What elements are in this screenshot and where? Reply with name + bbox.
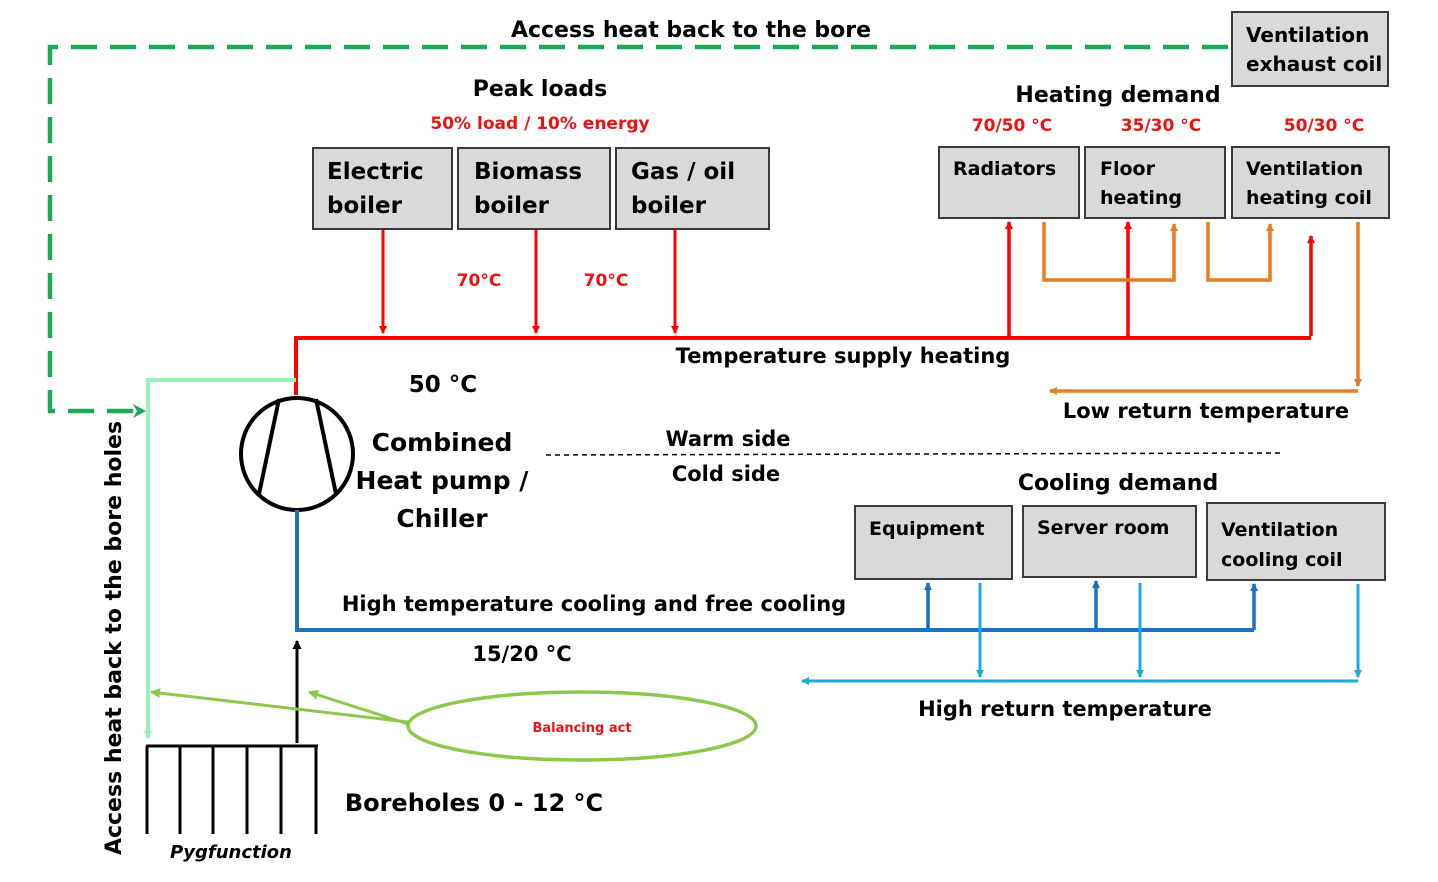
access-bore-holes-vertical-label: Access heat back to the bore holes <box>102 421 127 855</box>
bore-return-light-line <box>144 378 296 739</box>
bore-return-dashed-line <box>47 44 1228 418</box>
biomass-boiler-line2: boiler <box>474 193 550 219</box>
warm-cold-divider <box>545 452 1283 456</box>
heating-demand-title: Heating demand <box>1015 83 1220 108</box>
biomass-boiler-box: Biomass boiler <box>457 147 611 230</box>
ventilation-cooling-line2: cooling coil <box>1221 549 1342 571</box>
heatpump-label-line1: Combined <box>372 428 513 457</box>
peak-loads-title: Peak loads <box>473 77 608 102</box>
boreholes-symbol <box>145 744 318 834</box>
temperature-supply-heating-label: Temperature supply heating <box>676 344 1011 368</box>
electric-boiler-line1: Electric <box>327 159 424 185</box>
radiators-label: Radiators <box>953 158 1056 180</box>
ventilation-heating-coil-box: Ventilation heating coil <box>1231 146 1390 219</box>
server-room-label: Server room <box>1037 517 1169 539</box>
heat-pump-symbol <box>239 396 355 512</box>
floor-heating-line1: Floor <box>1100 158 1156 180</box>
equipment-label: Equipment <box>869 518 985 540</box>
ventilation-heating-line1: Ventilation <box>1246 158 1363 180</box>
heating-supply-line <box>294 336 1311 395</box>
balancing-arrow-center <box>308 690 409 726</box>
heatpump-label-line3: Chiller <box>396 504 488 533</box>
floor-heating-line2: heating <box>1100 187 1182 209</box>
ventilation-heating-temp-label: 50/30 °C <box>1284 116 1364 136</box>
radiators-to-floor-cascade <box>1042 222 1178 282</box>
warm-side-label: Warm side <box>665 427 790 451</box>
floor-temp-label: 35/30 °C <box>1121 116 1201 136</box>
biomass-boiler-line1: Biomass <box>474 159 582 185</box>
access-bore-label: Access heat back to the bore <box>511 18 871 43</box>
low-return-temperature-label: Low return temperature <box>1063 399 1349 423</box>
gas-oil-boiler-line2: boiler <box>631 193 707 219</box>
ventilation-heating-line2: heating coil <box>1246 187 1372 209</box>
cooling-temp-label: 15/20 °C <box>472 642 571 666</box>
ventilation-exhaust-line1: Ventilation <box>1246 23 1369 47</box>
radiators-box: Radiators <box>938 146 1080 219</box>
pygfunction-label: Pygfunction <box>170 842 292 863</box>
gas-oil-boiler-line1: Gas / oil <box>631 159 735 185</box>
cooling-supply-label: High temperature cooling and free coolin… <box>342 592 846 616</box>
balancing-act-label: Balancing act <box>532 721 631 736</box>
electric-boiler-line2: boiler <box>327 193 403 219</box>
cooling-demand-title: Cooling demand <box>1018 471 1218 496</box>
ventilation-cooling-line1: Ventilation <box>1221 519 1338 541</box>
cooling-supply-line <box>295 510 1254 632</box>
biomass-temp-label: 70°C <box>457 271 502 291</box>
heatpump-label-line2: Heat pump / <box>356 466 530 495</box>
high-return-temperature-label: High return temperature <box>918 697 1212 721</box>
label-backdrop <box>516 14 868 44</box>
ventilation-exhaust-coil-box: Ventilation exhaust coil <box>1231 11 1389 87</box>
balancing-arrow-left <box>150 688 409 724</box>
boreholes-label: Boreholes 0 - 12 °C <box>345 789 603 817</box>
floor-to-ventilation-cascade <box>1206 222 1274 282</box>
gas-temp-label: 70°C <box>584 271 629 291</box>
gas-oil-boiler-box: Gas / oil boiler <box>615 147 770 230</box>
ventilation-cooling-coil-box: Ventilation cooling coil <box>1206 502 1386 581</box>
ventilation-exhaust-line2: exhaust coil <box>1246 52 1382 76</box>
balancing-ellipse <box>406 690 758 762</box>
cold-side-label: Cold side <box>672 462 780 486</box>
equipment-box: Equipment <box>854 505 1013 580</box>
floor-heating-box: Floor heating <box>1084 146 1226 219</box>
radiators-temp-label: 70/50 °C <box>972 116 1052 136</box>
electric-boiler-box: Electric boiler <box>312 147 453 230</box>
peak-loads-subtitle: 50% load / 10% energy <box>430 114 649 134</box>
heatpump-temp-label: 50 °C <box>409 372 477 398</box>
server-room-box: Server room <box>1022 505 1197 578</box>
